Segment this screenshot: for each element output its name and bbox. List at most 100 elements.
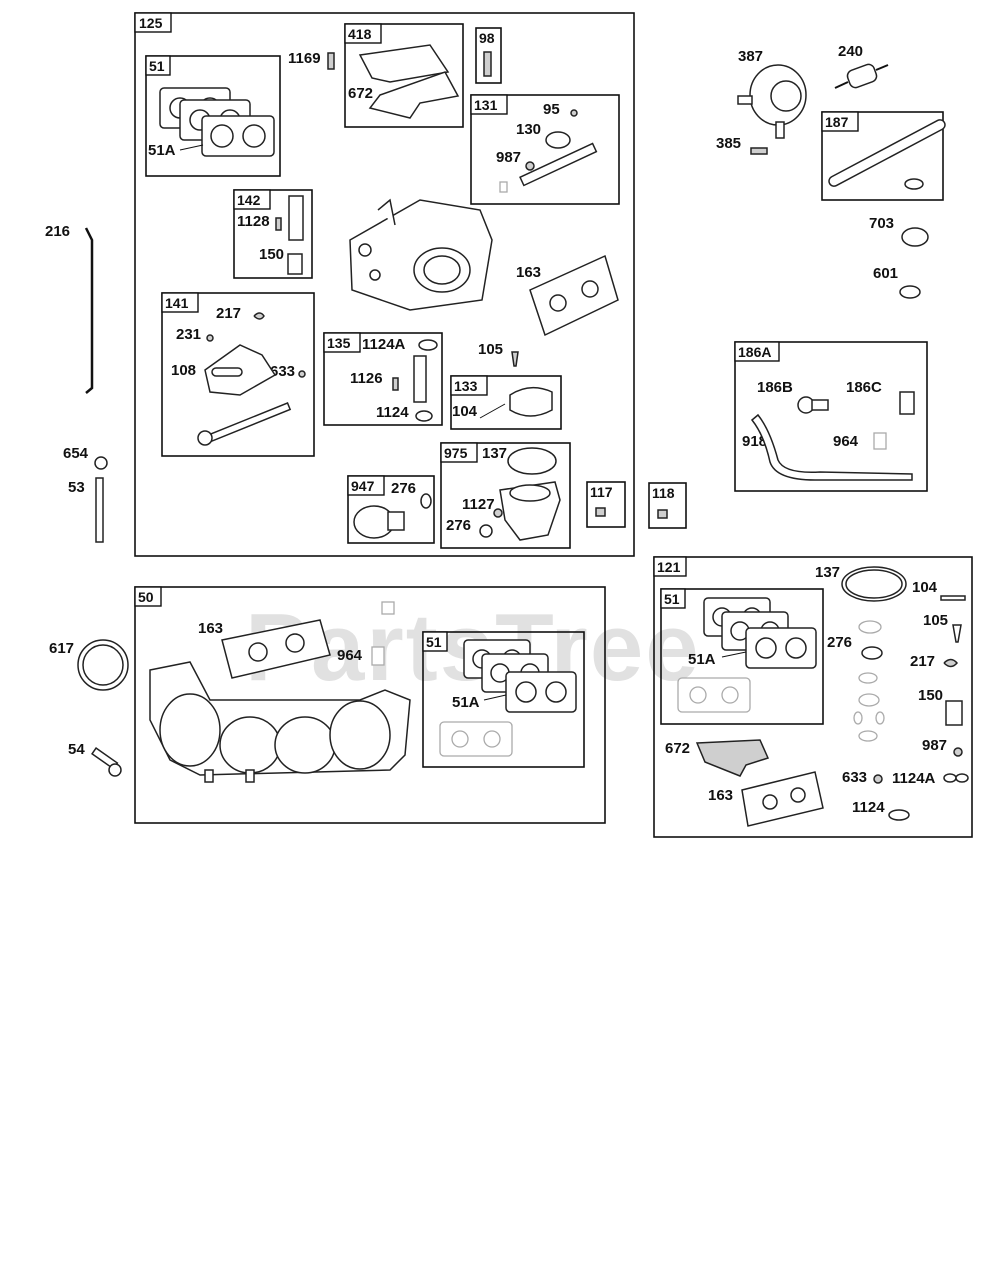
group-975-tag bbox=[440, 442, 478, 463]
gasket-418-icon[interactable] bbox=[358, 44, 460, 119]
group-51-tag bbox=[145, 55, 171, 76]
label-672-b: 672 bbox=[665, 740, 690, 757]
group-186A-frame bbox=[734, 341, 928, 492]
gasket-163-b-icon[interactable] bbox=[221, 619, 331, 679]
gasket-51-b-icon[interactable] bbox=[439, 639, 577, 757]
label-672: 672 bbox=[348, 85, 373, 102]
group-51-c-label: 51 bbox=[664, 591, 680, 607]
label-387: 387 bbox=[738, 48, 763, 65]
fuel-hose-186A-icon[interactable] bbox=[750, 391, 915, 481]
group-135-tag bbox=[323, 332, 361, 353]
washer-1124-icon[interactable] bbox=[888, 809, 910, 821]
stud-53-icon[interactable] bbox=[95, 477, 104, 543]
label-104: 104 bbox=[452, 403, 478, 420]
clamp-703-icon[interactable] bbox=[901, 227, 929, 247]
seals-1124A-icon[interactable] bbox=[943, 773, 969, 783]
group-418-label: 418 bbox=[348, 26, 372, 42]
group-131-label: 131 bbox=[474, 97, 498, 113]
gasket-51-icon[interactable] bbox=[159, 87, 275, 157]
group-141-tag bbox=[161, 292, 199, 313]
leader-51A bbox=[179, 144, 204, 151]
label-633-b: 633 bbox=[842, 769, 867, 786]
screw-118-icon[interactable] bbox=[657, 509, 668, 519]
label-217-b: 217 bbox=[910, 653, 935, 670]
group-133-frame bbox=[450, 375, 562, 430]
gasket-163-icon[interactable] bbox=[529, 254, 619, 337]
label-108: 108 bbox=[171, 362, 196, 379]
gasket-163-c-icon[interactable] bbox=[741, 771, 824, 827]
gasket-51-c-icon[interactable] bbox=[677, 597, 817, 713]
label-240: 240 bbox=[838, 43, 863, 60]
pin-104-icon[interactable] bbox=[940, 595, 966, 601]
washer-987-icon[interactable] bbox=[953, 747, 963, 757]
needle-105-icon[interactable] bbox=[511, 351, 519, 367]
label-150-b: 150 bbox=[918, 687, 943, 704]
group-98-label: 98 bbox=[479, 30, 495, 46]
needle-105-b-icon[interactable] bbox=[952, 624, 962, 643]
group-117-frame bbox=[586, 481, 626, 528]
label-617: 617 bbox=[49, 640, 74, 657]
label-186C: 186C bbox=[846, 379, 882, 396]
fuel-pump-387-icon[interactable] bbox=[737, 64, 807, 139]
washer-633-icon[interactable] bbox=[873, 774, 883, 784]
float-135-icon[interactable] bbox=[392, 339, 438, 422]
leader-51A-c bbox=[721, 651, 747, 658]
group-947-label: 947 bbox=[351, 478, 375, 494]
group-121-label: 121 bbox=[657, 559, 681, 575]
washers-276-icon[interactable] bbox=[853, 620, 885, 742]
screw-1169-icon[interactable] bbox=[327, 52, 335, 70]
intake-manifold-50-icon[interactable] bbox=[149, 661, 411, 783]
group-141-frame bbox=[161, 292, 315, 457]
label-163: 163 bbox=[516, 264, 541, 281]
bowl-133-icon[interactable] bbox=[479, 386, 553, 419]
group-51-c-frame bbox=[660, 588, 824, 725]
group-186A-tag bbox=[734, 341, 780, 362]
label-987-b: 987 bbox=[922, 737, 947, 754]
group-51-c-tag bbox=[660, 588, 686, 609]
group-131-tag bbox=[470, 94, 508, 115]
choke-plate-141-icon[interactable] bbox=[197, 312, 306, 446]
label-964: 964 bbox=[833, 433, 859, 450]
gasket-672-icon[interactable] bbox=[695, 739, 770, 777]
fuel-bowl-975-icon[interactable] bbox=[479, 447, 561, 541]
seal-617-icon[interactable] bbox=[77, 639, 129, 691]
fuel-line-187-icon[interactable] bbox=[827, 118, 946, 190]
nut-654-icon[interactable] bbox=[94, 456, 108, 470]
bolt-54-icon[interactable] bbox=[91, 747, 122, 777]
carburetor-body-icon[interactable] bbox=[349, 198, 493, 311]
group-975-frame bbox=[440, 442, 571, 549]
label-104-b: 104 bbox=[912, 579, 938, 596]
spring-98-icon[interactable] bbox=[483, 51, 492, 77]
label-105: 105 bbox=[478, 341, 503, 358]
throttle-shaft-131-icon[interactable] bbox=[499, 109, 598, 193]
group-51-b-frame bbox=[422, 631, 585, 768]
plate-142-icon[interactable] bbox=[275, 195, 304, 275]
screw-117-icon[interactable] bbox=[595, 507, 606, 517]
group-118-label: 118 bbox=[652, 485, 675, 501]
label-51A-b: 51A bbox=[452, 694, 480, 711]
fuel-filter-240-icon[interactable] bbox=[834, 63, 889, 89]
group-133-tag bbox=[450, 375, 488, 396]
spring-217-icon[interactable] bbox=[943, 658, 958, 668]
label-231: 231 bbox=[176, 326, 201, 343]
group-947-tag bbox=[347, 475, 385, 496]
clamp-601-icon[interactable] bbox=[899, 285, 921, 299]
screw-385-icon[interactable] bbox=[750, 147, 768, 155]
bushing-964-icon[interactable] bbox=[371, 601, 395, 666]
label-95: 95 bbox=[543, 101, 560, 118]
group-98-frame bbox=[475, 27, 502, 84]
group-186A-label: 186A bbox=[738, 344, 771, 360]
plate-150-icon[interactable] bbox=[945, 700, 963, 726]
label-1124A-b: 1124A bbox=[892, 770, 936, 787]
o-ring-137-icon[interactable] bbox=[841, 566, 907, 602]
label-217: 217 bbox=[216, 305, 241, 322]
solenoid-947-icon[interactable] bbox=[353, 493, 432, 539]
group-117-label: 117 bbox=[590, 484, 613, 500]
group-50-label: 50 bbox=[138, 589, 154, 605]
label-105-b: 105 bbox=[923, 612, 948, 629]
label-186B: 186B bbox=[757, 379, 793, 396]
rod-216-icon[interactable] bbox=[84, 227, 94, 394]
label-385: 385 bbox=[716, 135, 741, 152]
label-1124-b: 1124 bbox=[852, 799, 885, 816]
